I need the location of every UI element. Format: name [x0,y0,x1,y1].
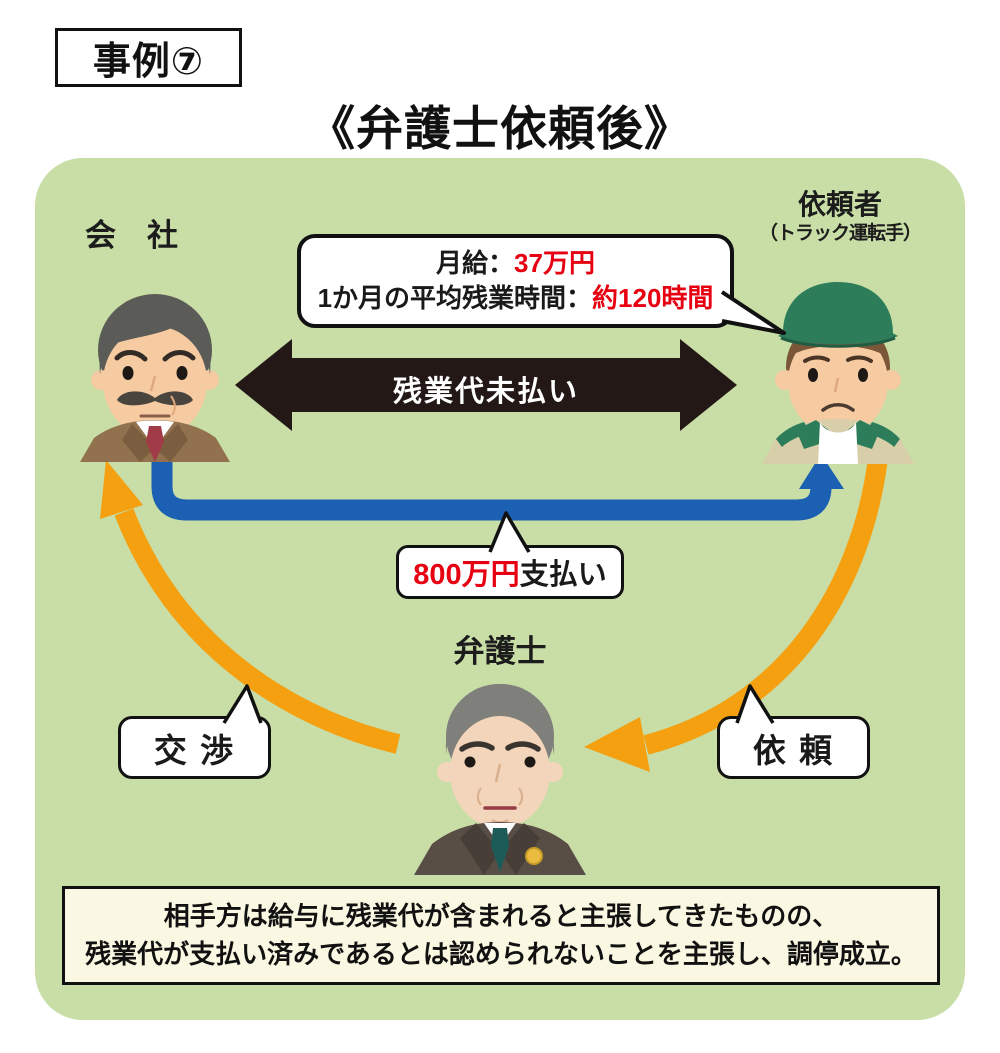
salary-speech-bubble: 月給：37万円 1か月の平均残業時間：約120時間 [297,234,734,328]
company-label: 会 社 [85,218,178,253]
case-badge-label: 事例⑦ [92,41,205,83]
salary-line1: 月給：37万円 [436,247,595,278]
client-sublabel: （トラック運転手） [758,222,922,244]
payment-speech-bubble: 800万円支払い [396,545,624,599]
payment-label: 800万円支払い [413,559,607,591]
client-label-main: 依頼者 [797,189,882,220]
negotiation-speech-bubble: 交 渉 [118,716,271,779]
client-label: 依頼者 （トラック運転手） [738,189,942,245]
lawyer-label: 弁護士 [453,634,547,669]
summary-line1: 相手方は給与に残業代が含まれると主張してきたものの、 [163,900,839,931]
page-title: 《弁護士依頼後》 [308,102,692,155]
salary-line2: 1か月の平均残業時間：約120時間 [317,283,714,313]
lawyer-avatar [414,684,586,875]
summary-line2: 残業代が支払い済みであるとは認められないことを主張し、調停成立。 [85,938,917,969]
summary-box: 相手方は給与に残業代が含まれると主張してきたものの、 残業代が支払い済みであると… [62,886,940,985]
case-badge: 事例⑦ [55,28,242,87]
company-avatar [80,294,230,462]
unpaid-arrow-label: 残業代未払い [392,376,579,408]
request-speech-bubble: 依 頼 [717,716,870,779]
client-avatar [762,282,914,464]
